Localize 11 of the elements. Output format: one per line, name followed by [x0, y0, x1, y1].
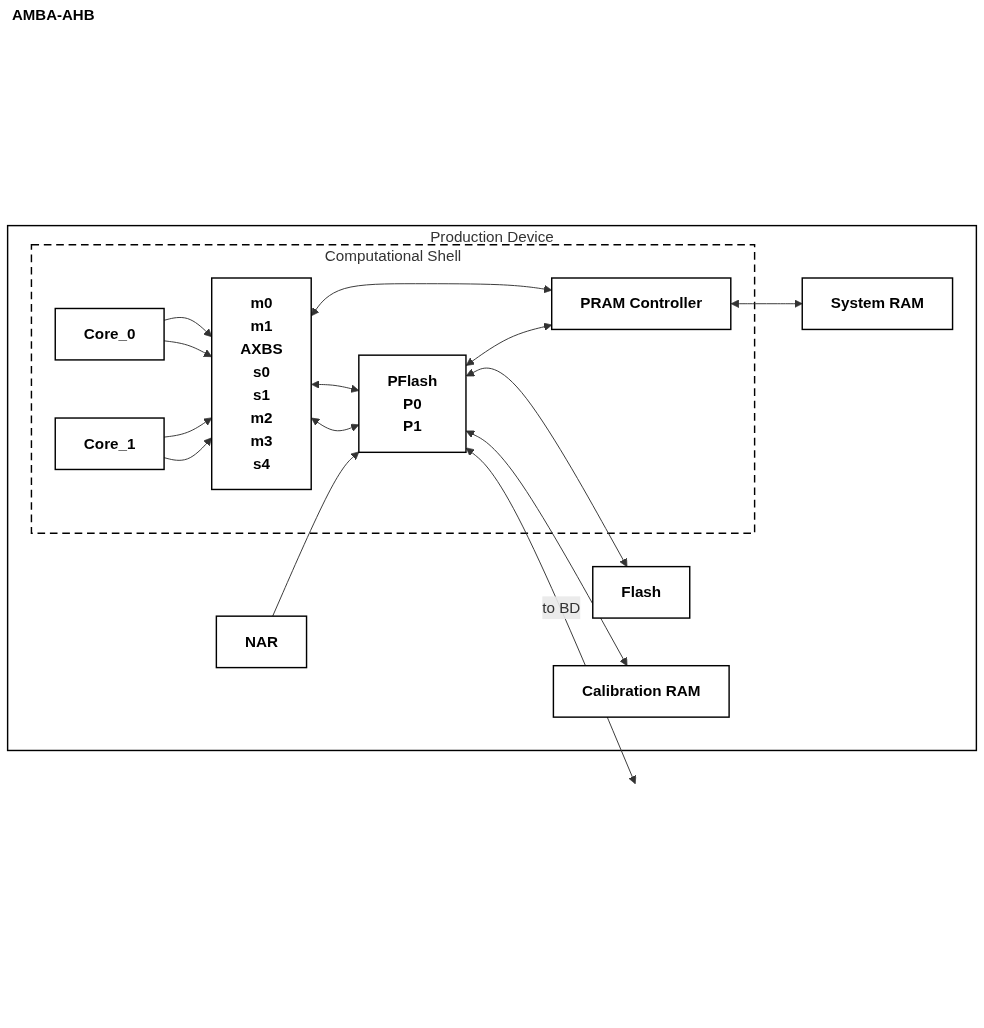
node-box: m0 m1 AXBS s0 s1 m2 m3 s4 [211, 277, 312, 491]
node-box: System RAM [801, 277, 954, 331]
node-box: PRAM Controller [551, 277, 732, 331]
node-box: Calibration RAM [552, 665, 730, 718]
node-box: Core_0 [54, 307, 165, 361]
node-box: Core_1 [54, 417, 165, 471]
node-box: PFlash P0 P1 [358, 354, 467, 454]
node-box: NAR [215, 615, 308, 669]
edge-label: to BD [542, 599, 581, 616]
node-box: Flash [592, 565, 691, 619]
bus-label: AMBA-AHB [12, 6, 95, 23]
